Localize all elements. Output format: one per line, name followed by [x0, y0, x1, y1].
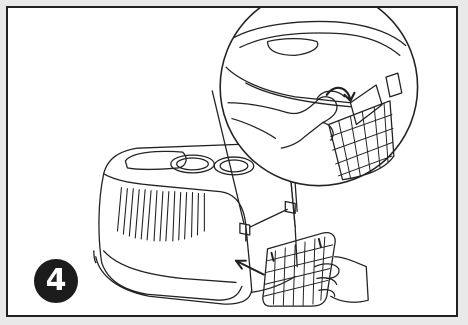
- step-panel: 4: [6, 6, 458, 317]
- door-grille: [263, 233, 335, 306]
- hand-inserting-door: [315, 257, 368, 302]
- step-number-badge: 4: [34, 259, 78, 303]
- step-number: 4: [46, 266, 67, 296]
- assembly-illustration: [8, 8, 456, 315]
